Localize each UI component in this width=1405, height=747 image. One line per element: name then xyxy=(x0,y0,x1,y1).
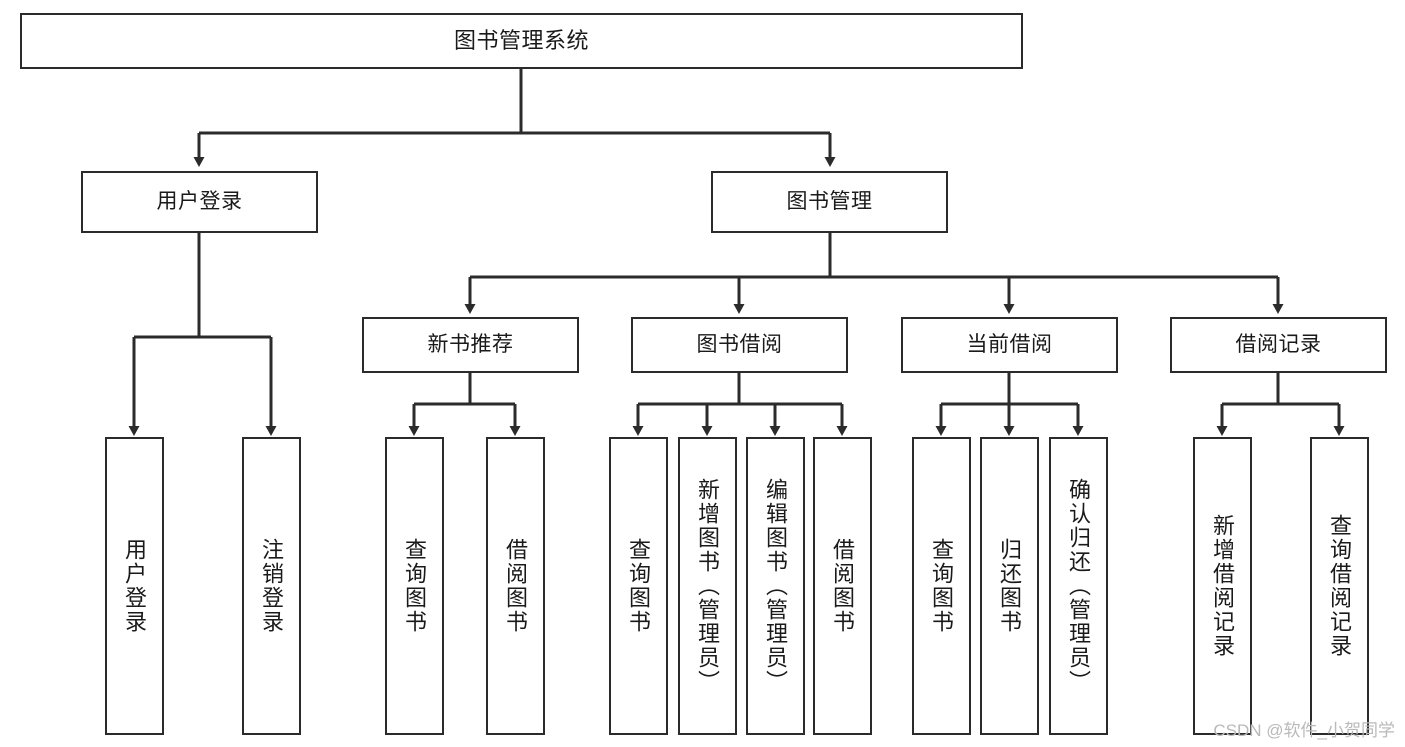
node-new-book-rec-label: 新书推荐 xyxy=(427,332,514,356)
node-leaf-add-book[interactable]: 新增图书（管理员） xyxy=(678,437,737,735)
node-leaf-query-book-2-label: 查询图书 xyxy=(626,538,652,634)
node-root-label: 图书管理系统 xyxy=(453,28,589,54)
node-leaf-logout-label: 注销登录 xyxy=(259,538,285,634)
node-borrow-record[interactable]: 借阅记录 xyxy=(1170,317,1387,373)
node-leaf-query-book-3[interactable]: 查询图书 xyxy=(912,437,971,735)
node-leaf-confirm-return-label: 确认归还（管理员） xyxy=(1066,478,1092,694)
node-leaf-query-book-3-label: 查询图书 xyxy=(929,538,955,634)
node-leaf-user-login-label: 用户登录 xyxy=(122,538,148,634)
node-leaf-edit-book[interactable]: 编辑图书（管理员） xyxy=(746,437,805,735)
node-leaf-edit-book-label: 编辑图书（管理员） xyxy=(763,478,789,694)
node-user-login[interactable]: 用户登录 xyxy=(81,171,318,233)
node-user-login-label: 用户登录 xyxy=(156,189,243,213)
node-leaf-borrow-book-2[interactable]: 借阅图书 xyxy=(813,437,872,735)
node-leaf-return-book-label: 归还图书 xyxy=(997,538,1023,634)
node-leaf-borrow-book-1-label: 借阅图书 xyxy=(503,538,529,634)
node-leaf-add-book-label: 新增图书（管理员） xyxy=(695,478,721,694)
node-leaf-query-record-label: 查询借阅记录 xyxy=(1327,514,1353,658)
node-leaf-borrow-book-2-label: 借阅图书 xyxy=(830,538,856,634)
node-new-book-rec[interactable]: 新书推荐 xyxy=(362,317,579,373)
node-leaf-logout[interactable]: 注销登录 xyxy=(242,437,301,735)
node-book-manage-label: 图书管理 xyxy=(786,189,873,213)
node-leaf-query-book-2[interactable]: 查询图书 xyxy=(609,437,668,735)
node-leaf-confirm-return[interactable]: 确认归还（管理员） xyxy=(1049,437,1108,735)
node-book-manage[interactable]: 图书管理 xyxy=(711,171,948,233)
node-leaf-borrow-book-1[interactable]: 借阅图书 xyxy=(486,437,545,735)
node-book-borrow-label: 图书借阅 xyxy=(696,332,783,356)
node-leaf-query-record[interactable]: 查询借阅记录 xyxy=(1310,437,1369,735)
node-leaf-add-record-label: 新增借阅记录 xyxy=(1210,514,1236,658)
node-root[interactable]: 图书管理系统 xyxy=(20,13,1023,69)
csdn-watermark: CSDN @软件_小贺同学 xyxy=(1213,721,1395,740)
node-leaf-add-record[interactable]: 新增借阅记录 xyxy=(1193,437,1252,735)
node-book-borrow[interactable]: 图书借阅 xyxy=(631,317,848,373)
node-leaf-return-book[interactable]: 归还图书 xyxy=(980,437,1039,735)
node-leaf-query-book-1[interactable]: 查询图书 xyxy=(385,437,444,735)
node-leaf-query-book-1-label: 查询图书 xyxy=(402,538,428,634)
node-leaf-user-login[interactable]: 用户登录 xyxy=(105,437,164,735)
node-current-borrow-label: 当前借阅 xyxy=(966,332,1053,356)
node-borrow-record-label: 借阅记录 xyxy=(1235,332,1322,356)
node-current-borrow[interactable]: 当前借阅 xyxy=(901,317,1118,373)
